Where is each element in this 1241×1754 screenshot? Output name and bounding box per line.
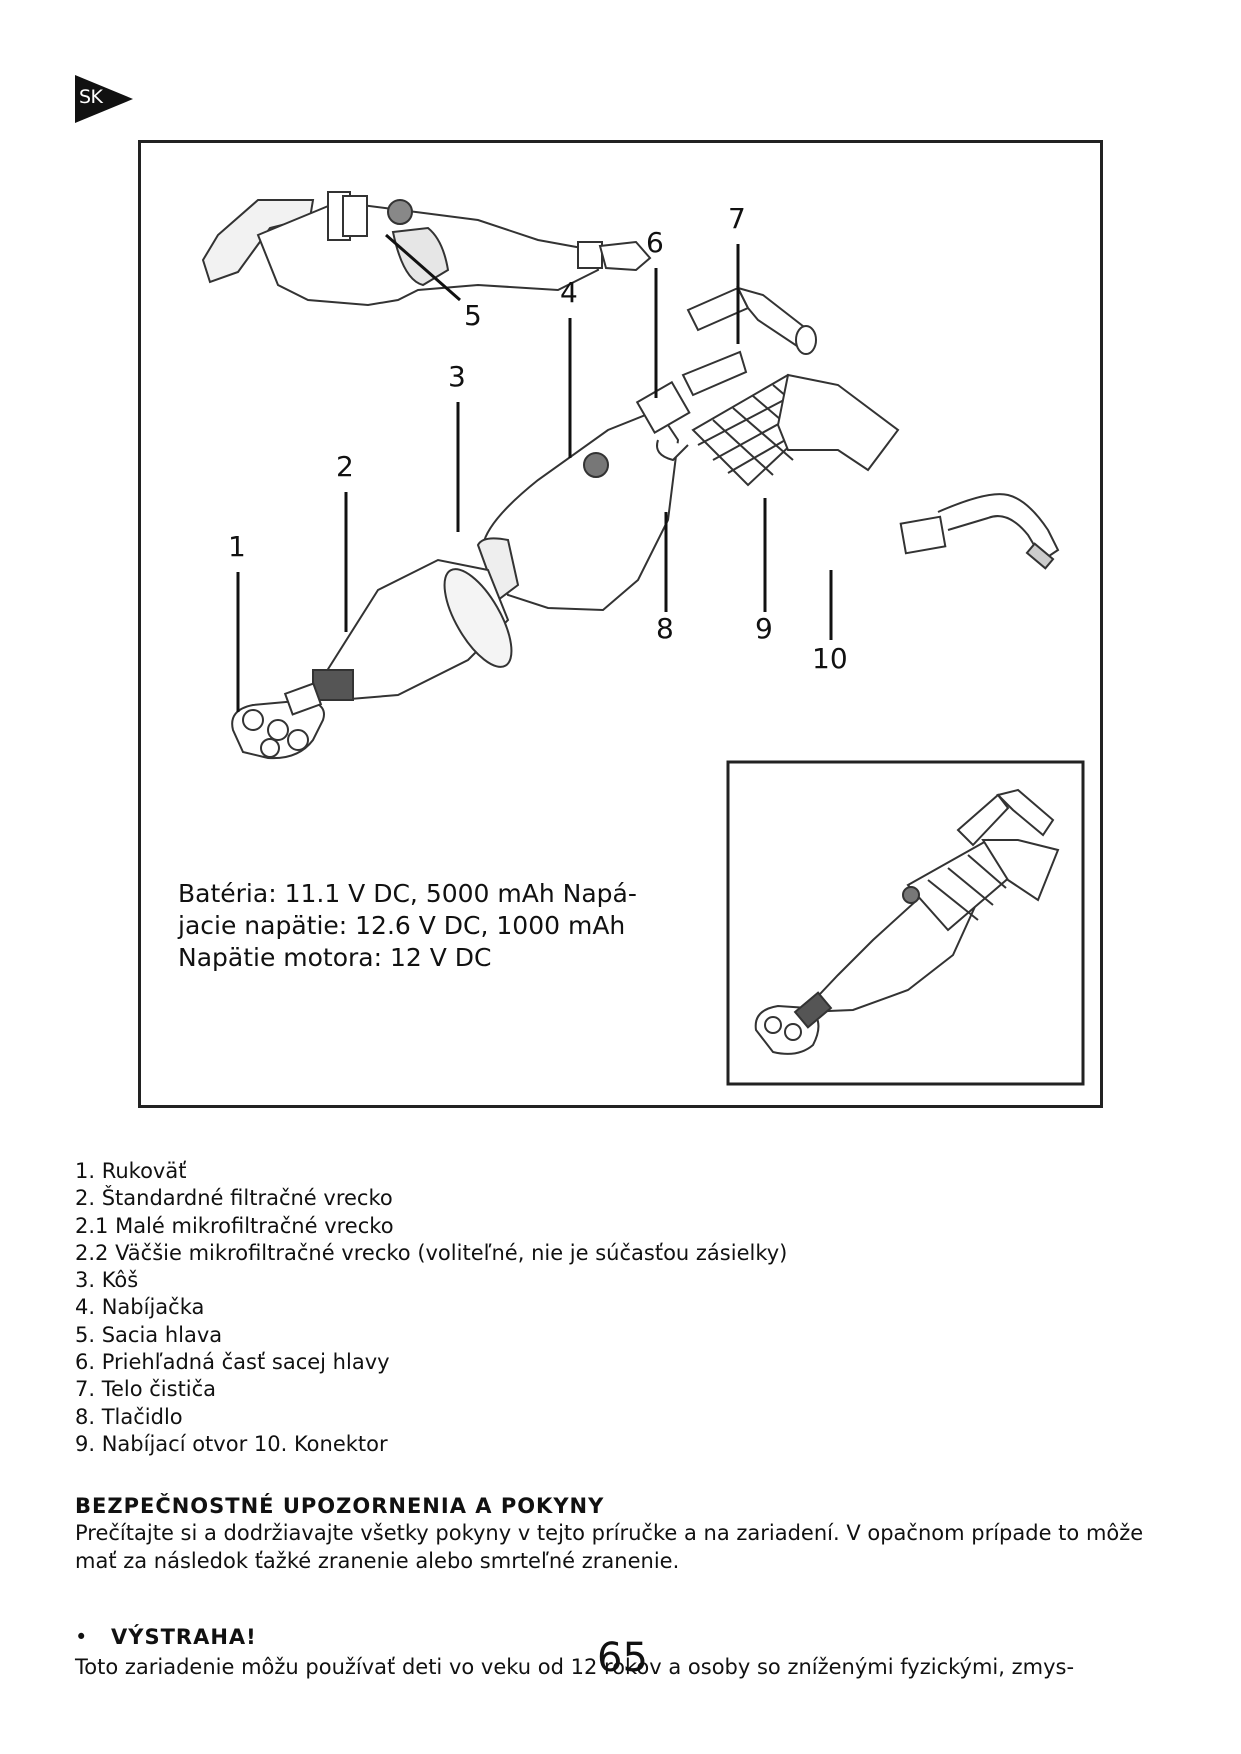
cleaner-body-drawing [476, 350, 748, 612]
callout-3: 3 [448, 360, 466, 393]
list-item: 5. Sacia hlava [75, 1322, 223, 1347]
warning-title: VÝSTRAHA! [111, 1625, 257, 1649]
handle-drawing [686, 286, 817, 355]
callout-2: 2 [336, 450, 354, 483]
battery-specs: Batéria: 11.1 V DC, 5000 mAh Napá- jacie… [178, 878, 637, 974]
callout-9: 9 [755, 612, 773, 645]
warning-body: Toto zariadenie môžu používať deti vo ve… [75, 1655, 1075, 1679]
callout-1: 1 [228, 530, 246, 563]
list-item: 6. Priehľadná časť sacej hlavy [75, 1350, 390, 1375]
list-item: 3. Kôš [75, 1268, 139, 1293]
list-item: 2.2 Väčšie mikrofiltračné vrecko (volite… [75, 1240, 788, 1265]
list-item: 9. Nabíjací otvor 10. Konektor [75, 1431, 388, 1456]
language-label: SK [79, 86, 103, 108]
assembled-view-inset [726, 760, 1085, 1086]
exploded-diagram: 1 2 3 4 5 6 7 8 9 10 [138, 140, 1103, 1108]
list-item: 1. Rukoväť [75, 1159, 187, 1183]
list-item: 2.1 Malé mikrofiltračné vrecko [75, 1213, 394, 1238]
warning-heading: • VÝSTRAHA! [75, 1625, 257, 1649]
spec-line: Napätie motora: 12 V DC [178, 943, 492, 972]
callout-8: 8 [656, 612, 674, 645]
filter-bag-drawing [312, 558, 513, 702]
safety-heading: Bezpečnostné upozornenia a pokyny [75, 1494, 605, 1518]
page-number: 65 [597, 1635, 648, 1681]
callout-5: 5 [464, 299, 482, 332]
charger-drawing [899, 493, 1060, 570]
list-item: 4. Nabíjačka [75, 1295, 205, 1320]
callout-4: 4 [560, 276, 578, 309]
callout-6: 6 [646, 226, 664, 259]
list-item: 7. Telo čističa [75, 1377, 217, 1402]
parts-list: 1. Rukoväť 2. Štandardné filtračné vreck… [75, 1158, 787, 1458]
list-item: 8. Tlačidlo [75, 1404, 183, 1429]
safety-body: Prečítajte si a dodržiavajte všetky poky… [75, 1521, 1144, 1573]
spec-line: Batéria: 11.1 V DC, 5000 mAh Napá- [178, 879, 637, 908]
suction-head-drawing [201, 191, 652, 307]
bullet-icon: • [75, 1625, 89, 1649]
bracket-drawing [776, 373, 900, 472]
callout-7: 7 [728, 202, 746, 235]
callout-10: 10 [812, 642, 848, 675]
brush-head-drawing [231, 682, 325, 760]
spec-line: jacie napätie: 12.6 V DC, 1000 mAh [178, 911, 626, 940]
list-item: 2. Štandardné filtračné vrecko [75, 1186, 393, 1211]
language-tab [75, 75, 135, 123]
